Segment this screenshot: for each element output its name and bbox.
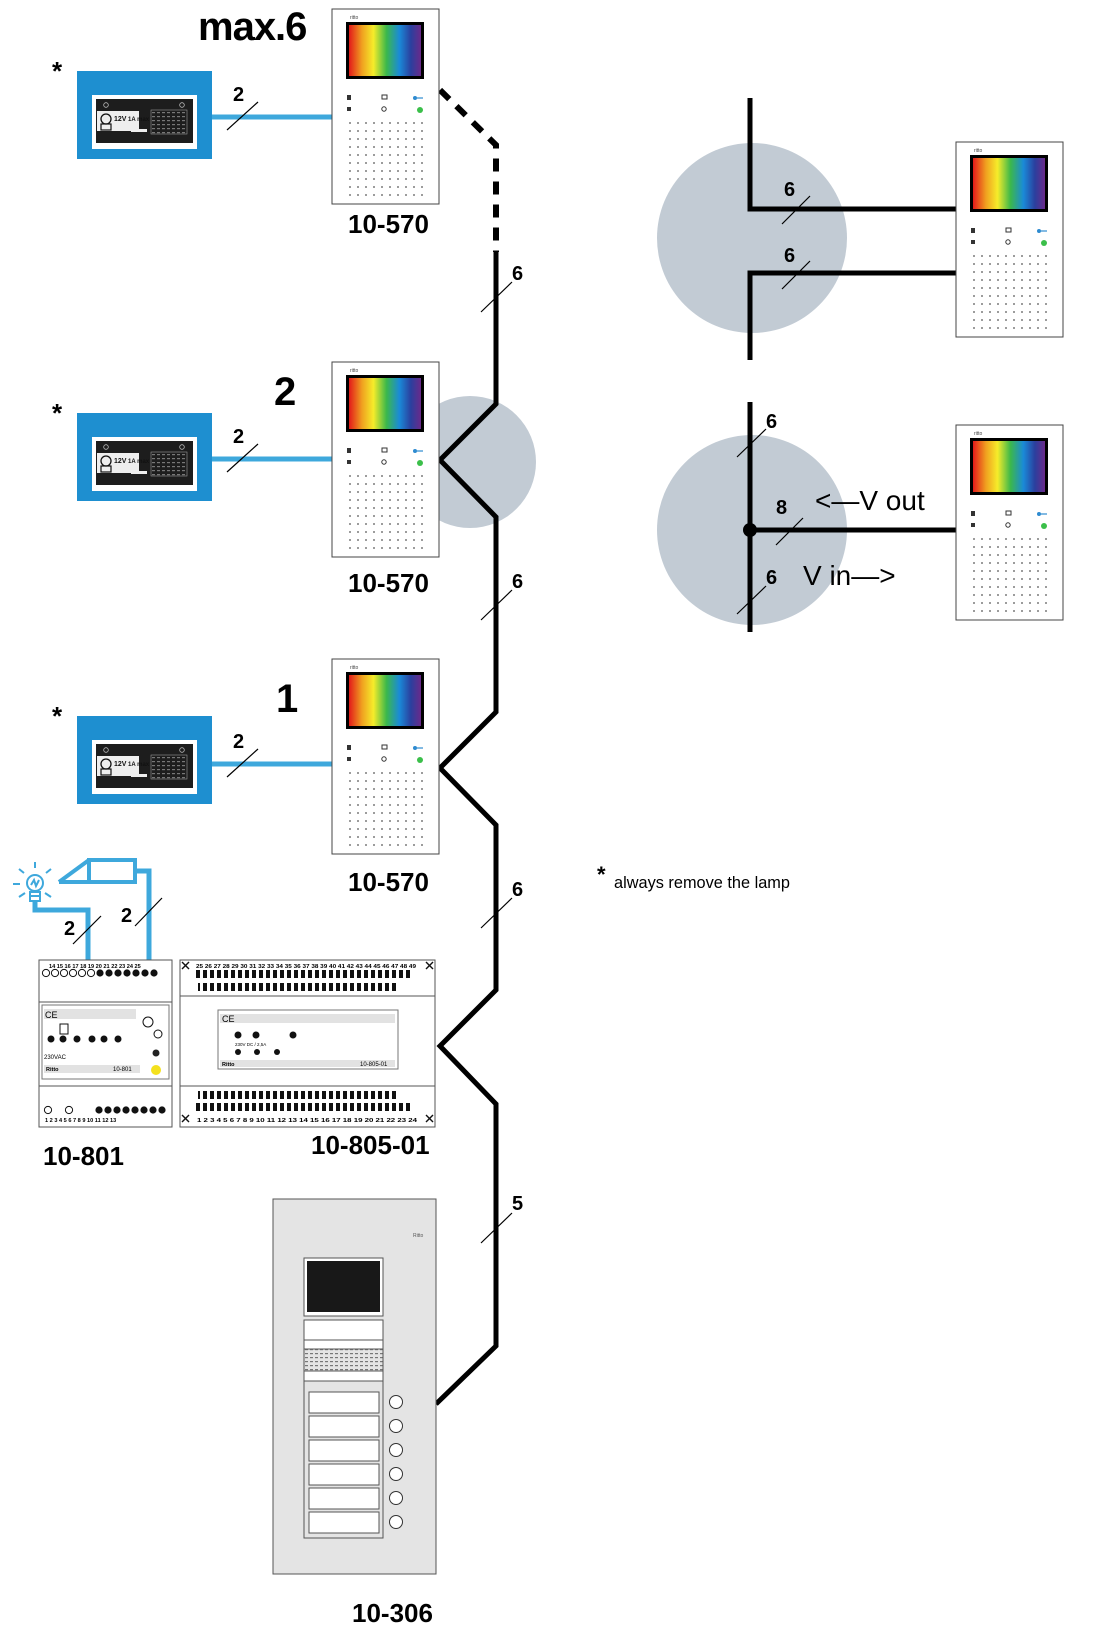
power-supply-top [76,70,213,160]
lamp-buzzer-wires [32,868,152,964]
asterisk-top: * [52,56,63,86]
power-mid-count: 2 [233,426,244,448]
lamp-wire-ticks [72,897,163,945]
supply-10-805-01: 25 26 27 28 29 30 31 32 33 34 35 36 37 3… [179,959,436,1128]
bus-low-count: 6 [512,879,523,901]
svg-text:230VAC: 230VAC [44,1055,67,1061]
lamp-b-count: 2 [121,905,132,927]
buzzer-icon [57,858,137,884]
svg-text:10-805-01: 10-805-01 [360,1062,388,1068]
power-lines [212,114,333,767]
v-in-label: V in—> [803,560,896,591]
monitor-low-model: 10-570 [348,867,429,897]
detail-b-mid-count: 8 [776,497,787,519]
detail-b-wiring [747,402,958,632]
detail-a-monitor [955,141,1064,338]
max-count-label: max.6 [198,5,306,49]
v-out-label: <—V out [815,485,925,516]
svg-text:14 15 16 17 18 19 20 21 22 23: 14 15 16 17 18 19 20 21 22 23 24 25 [49,964,141,970]
detail-a-upper-count: 6 [784,179,795,201]
relay-model-label: 10-801 [43,1141,124,1171]
detail-b-ticks [736,428,804,615]
monitor-top [331,8,440,205]
svg-text:230V DC / 2,5A: 230V DC / 2,5A [235,1042,266,1047]
monitor-mid-model: 10-570 [348,568,429,598]
bus-wire-ticks [480,281,513,1244]
svg-text:Ritto: Ritto [413,1233,424,1239]
relay-10-801: 14 15 16 17 18 19 20 21 22 23 24 25 CE 2… [38,959,173,1128]
asterisk-mid: * [52,398,63,428]
detail-b-top-count: 6 [766,411,777,433]
svg-text:CE: CE [45,1010,58,1020]
detail-a-highlight [657,143,847,333]
svg-text:10-801: 10-801 [113,1067,132,1073]
detail-b-junction [743,523,757,537]
bus-door-count: 5 [512,1193,523,1215]
bus-top-count: 6 [512,263,523,285]
detail-b-monitor [955,424,1064,621]
monitor-mid [331,361,440,558]
lamp-a-count: 2 [64,918,75,940]
detail-b-bottom-count: 6 [766,567,777,589]
lamp-icon [13,862,52,902]
bus-dashed-segment [437,87,499,252]
power-supply-low [76,715,213,805]
door-station-model-label: 10-306 [352,1598,433,1628]
monitor-top-model: 10-570 [348,209,429,239]
power-top-count: 2 [233,84,244,106]
door-station-10-306: Ritto [272,1198,437,1575]
note-asterisk: * [597,862,606,887]
bus-mid-count: 6 [512,571,523,593]
unit-number-2: 2 [274,370,296,414]
svg-text:1 2 3 4 5 6 7 8 9 10 11 12 13: 1 2 3 4 5 6 7 8 9 10 11 12 13 14 15 16 1… [197,1118,418,1124]
detail-a-lower-count: 6 [784,245,795,267]
svg-text:1 2 3 4 5 6 7 8 9 10 11 12 13: 1 2 3 4 5 6 7 8 9 10 11 12 13 [45,1118,116,1124]
supply-model-label: 10-805-01 [311,1130,430,1160]
svg-text:CE: CE [222,1014,235,1024]
note-text: always remove the lamp [614,873,790,892]
svg-text:Ritto: Ritto [222,1062,235,1068]
svg-text:Ritto: Ritto [46,1067,59,1073]
power-low-count: 2 [233,731,244,753]
power-line-ticks [226,101,259,778]
detail-a-wiring [747,98,958,360]
detail-a-ticks [781,195,811,290]
monitor-low [331,658,440,855]
asterisk-low: * [52,701,63,731]
unit-number-1: 1 [276,677,298,721]
power-supply-mid [76,412,213,502]
svg-text:25 26 27 28 29 30 31 32 33 34: 25 26 27 28 29 30 31 32 33 34 35 36 37 3… [196,964,416,970]
bus-main-line [434,252,499,1406]
